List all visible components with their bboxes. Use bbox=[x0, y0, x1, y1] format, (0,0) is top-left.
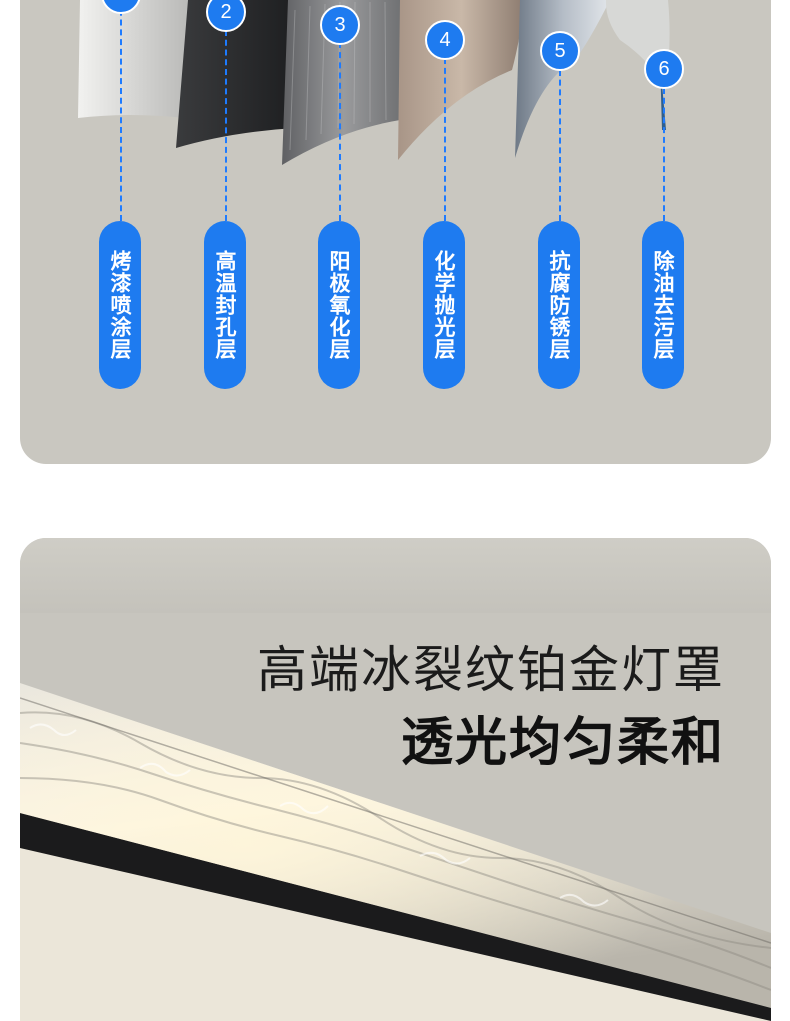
layer-item-2: 2 高温封孔层 bbox=[204, 0, 248, 390]
layer-label: 高温封孔层 bbox=[204, 221, 246, 389]
layer-number-badge: 4 bbox=[425, 20, 465, 60]
shade-feature-panel: 高端冰裂纹铂金灯罩 透光均匀柔和 bbox=[20, 538, 771, 1021]
sheet-1 bbox=[78, 0, 190, 118]
layer-item-4: 4 化学抛光层 bbox=[423, 0, 467, 390]
layer-label: 除油去污层 bbox=[642, 221, 684, 389]
layer-number-badge: 6 bbox=[644, 49, 684, 89]
layer-label: 化学抛光层 bbox=[423, 221, 465, 389]
sheet-5 bbox=[515, 0, 610, 158]
layer-number-badge: 3 bbox=[320, 5, 360, 45]
layer-label: 阳极氧化层 bbox=[318, 221, 360, 389]
layer-item-6: 6 除油去污层 bbox=[642, 0, 686, 390]
layer-label: 抗腐防锈层 bbox=[538, 221, 580, 389]
sheet-2 bbox=[176, 0, 298, 148]
layer-number-badge: 2 bbox=[206, 0, 246, 32]
layer-label: 烤漆喷涂层 bbox=[99, 221, 141, 389]
sheet-3 bbox=[282, 0, 405, 165]
lamp-shade-illustration bbox=[20, 683, 771, 1021]
layer-number-badge: 5 bbox=[540, 31, 580, 71]
layer-item-3: 3 阳极氧化层 bbox=[318, 0, 362, 390]
layer-number-badge: 1 bbox=[101, 0, 141, 14]
ceiling-band bbox=[20, 538, 771, 613]
shade-subheadline: 透光均匀柔和 bbox=[400, 713, 725, 773]
layer-item-1: 1 烤漆喷涂层 bbox=[99, 0, 143, 390]
material-layers-panel: 1 烤漆喷涂层 2 高温封孔层 3 阳极氧化层 4 化学抛光层 5 抗腐防锈层 … bbox=[20, 0, 771, 464]
layer-item-5: 5 抗腐防锈层 bbox=[538, 0, 582, 390]
shade-headline: 高端冰裂纹铂金灯罩 bbox=[257, 641, 725, 699]
